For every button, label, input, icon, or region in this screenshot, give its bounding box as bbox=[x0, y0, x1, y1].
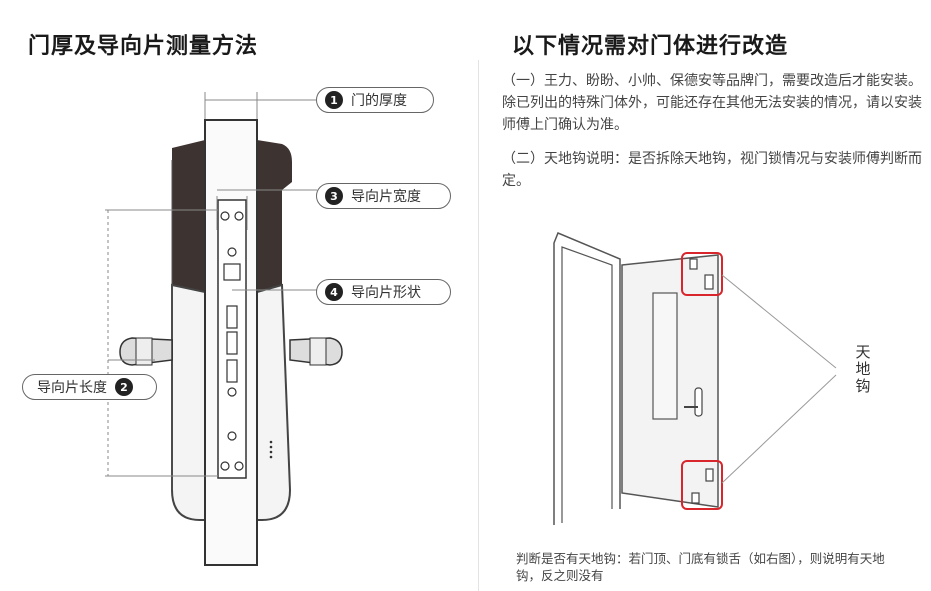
right-title: 以下情况需对门体进行改造 bbox=[512, 34, 789, 59]
paragraph-hook: （二）天地钩说明：是否拆除天地钩，视门锁情况与安装师傅判断而定。 bbox=[502, 151, 922, 189]
label-door-thickness: 1 门的厚度 bbox=[316, 87, 434, 113]
section-divider bbox=[478, 60, 479, 591]
lock-diagram bbox=[105, 92, 343, 566]
guide-plate bbox=[217, 199, 247, 479]
label-guide-width: 3 导向片宽度 bbox=[316, 183, 451, 209]
door-hook-diagram bbox=[553, 232, 837, 525]
lock-body-front bbox=[257, 140, 292, 292]
paragraph-brands: （一）王力、盼盼、小帅、保德安等品牌门，需要改造后才能安装。除已列出的特殊门体外… bbox=[502, 73, 922, 133]
hook-highlight-bottom bbox=[681, 460, 723, 510]
hook-note: 判断是否有天地钩：若门顶、门底有锁舌（如右图），则说明有天地钩，反之则没有 bbox=[516, 551, 885, 583]
label-guide-shape: 4 导向片形状 bbox=[316, 279, 451, 305]
lock-body-back bbox=[172, 140, 205, 292]
hook-label: 天地钩 bbox=[855, 343, 871, 395]
label-guide-length: 导向片长度 2 bbox=[22, 374, 157, 400]
left-title: 门厚及导向片测量方法 bbox=[28, 34, 259, 59]
door-frame bbox=[553, 232, 621, 525]
hook-highlight-top bbox=[681, 252, 723, 296]
